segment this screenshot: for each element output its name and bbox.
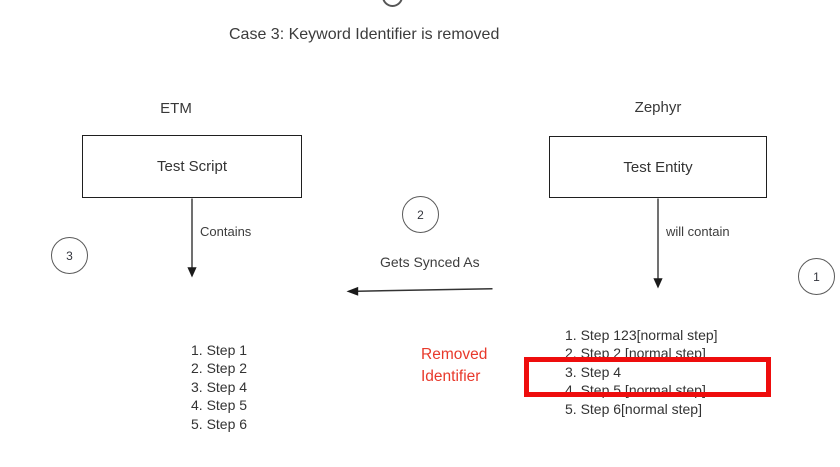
list-item: 5. Step 6[normal step] [565, 400, 702, 417]
etm-contains-arrow [187, 198, 197, 278]
list-item: 3. Step 4 [565, 363, 622, 380]
etm-section-label: ETM [160, 100, 192, 117]
step-badge-3: 3 [51, 237, 88, 274]
list-item: 5. Step 6 [191, 415, 248, 432]
zephyr-contain-arrow [653, 198, 663, 289]
step-badge-1-number: 1 [813, 269, 820, 284]
etm-contains-label: Contains [200, 224, 252, 239]
etm-box-label: Test Script [156, 158, 228, 175]
zephyr-contain-label: will contain [666, 224, 730, 239]
step-badge-2: 2 [402, 196, 439, 233]
step-badge-3-number: 3 [66, 248, 73, 263]
list-item: 2. Step 2 [191, 360, 248, 377]
removed-identifier-label: Removed Identifier [421, 344, 487, 387]
zephyr-box-label: Test Entity [623, 158, 693, 176]
diagram-title: Case 3: Keyword Identifier is removed [229, 26, 500, 43]
step-badge-2-number: 2 [417, 207, 424, 222]
list-item: 4. Step 5 [191, 397, 248, 414]
list-item: 3. Step 4 [191, 378, 248, 395]
list-item: 1. Step 1 [191, 342, 248, 358]
list-item: 1. Step 123[normal step] [565, 327, 718, 343]
removed-identifier-highlight-box [524, 357, 771, 397]
top-partial-circle [382, 0, 403, 7]
removed-identifier-line2: Identifier [421, 367, 481, 385]
zephyr-test-entity-box: Test Entity [549, 136, 767, 198]
sync-arrow [346, 286, 493, 296]
etm-test-script-box: Test Script [82, 135, 302, 198]
zephyr-section-label: Zephyr [634, 99, 682, 116]
step-badge-1: 1 [798, 258, 835, 295]
removed-identifier-line1: Removed [421, 346, 488, 363]
sync-arrow-label: Gets Synced As [380, 254, 480, 270]
